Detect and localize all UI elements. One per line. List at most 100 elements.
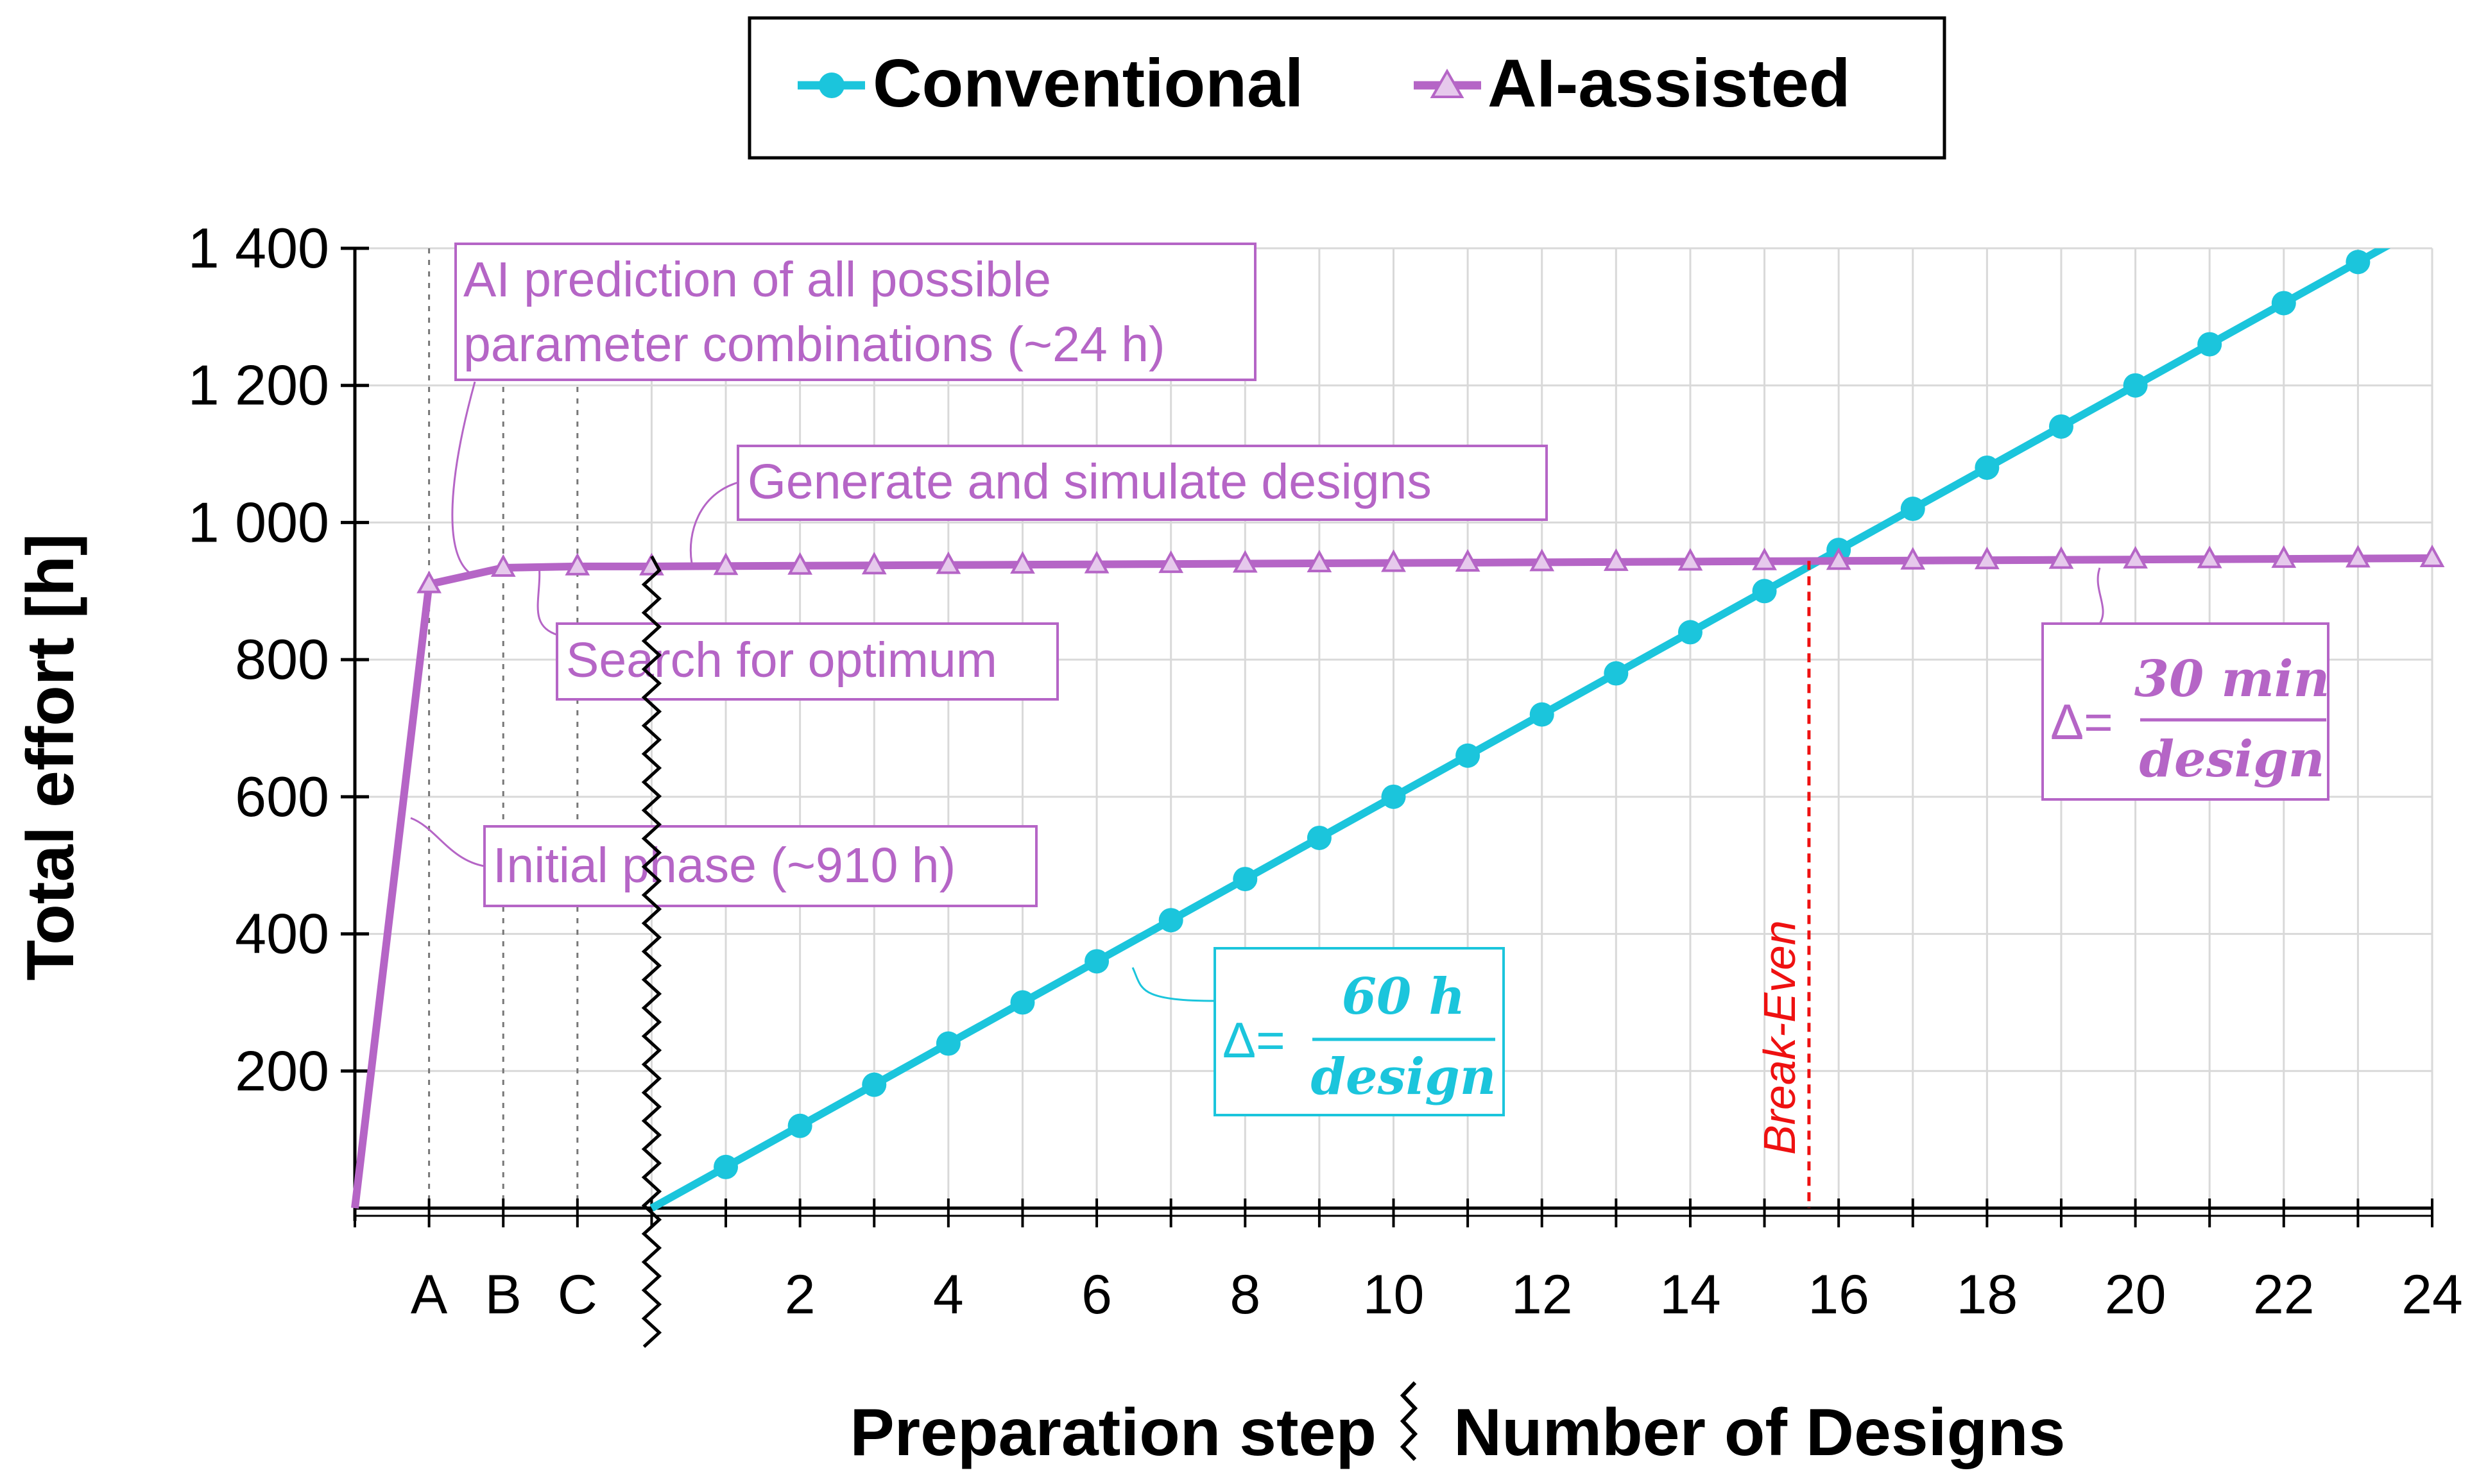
conventional-point <box>2197 332 2222 357</box>
annotation-search: Search for optimum <box>536 564 1059 701</box>
ai-assisted-point <box>1010 551 1035 574</box>
conventional-point <box>2123 373 2148 398</box>
x-tick-label-design: 14 <box>1660 1264 1721 1326</box>
annotation-search-text: Search for optimum <box>566 633 997 688</box>
ai-assisted-point <box>490 554 516 577</box>
conventional-point <box>1529 702 1554 727</box>
ai-assisted-point <box>787 552 813 575</box>
annotation-generate-text: Generate and simulate designs <box>748 454 1432 509</box>
conventional-point <box>1307 825 1332 850</box>
ai-assisted-point <box>1752 547 1777 570</box>
x-tick-label-design: 4 <box>933 1264 964 1326</box>
legend-ai-marker <box>1430 68 1464 98</box>
conventional-point <box>1158 908 1183 933</box>
conventional-point <box>936 1031 961 1056</box>
ai-assisted-point <box>1677 548 1703 571</box>
grid <box>355 247 2433 1208</box>
y-tick-label: 600 <box>235 765 329 828</box>
delta-ai-prefix: Δ= <box>2050 694 2113 750</box>
ai-assisted-point <box>416 570 442 593</box>
x-tick-label-design: 16 <box>1808 1264 1869 1326</box>
x-tick-label-design: 6 <box>1081 1264 1112 1326</box>
phase-separator-zigzag <box>641 555 662 1348</box>
conventional-point <box>1455 743 1480 768</box>
series-group <box>351 248 2445 1212</box>
conventional-point <box>1900 497 1925 522</box>
conventional-point <box>862 1072 887 1097</box>
ai-assisted-point <box>1900 547 1926 570</box>
annotation-ai-prediction: AI prediction of all possible parameter … <box>451 243 1257 574</box>
delta-conventional-numerator: 60 h <box>1342 968 1465 1026</box>
delta-ai-denominator: design <box>2140 730 2325 789</box>
annotation-generate: Generate and simulate designs <box>689 445 1548 564</box>
annotation-ai-prediction-line1: AI prediction of all possible <box>463 252 1051 307</box>
x-tick-label-prep: B <box>485 1264 522 1326</box>
conventional-point <box>1975 455 2000 480</box>
ai-assisted-point <box>2419 544 2445 567</box>
ai-assisted-point <box>1529 549 1555 572</box>
x-tick-label-prep: A <box>411 1264 448 1326</box>
conventional-point <box>1677 620 1703 645</box>
axes <box>341 246 2433 1227</box>
delta-conventional-prefix: Δ= <box>1222 1012 1285 1068</box>
y-tick-label: 1 000 <box>188 490 329 554</box>
y-tick-label: 400 <box>235 902 329 966</box>
ai-assisted-point <box>1455 549 1480 572</box>
ai-assisted-point <box>565 552 590 576</box>
y-axis-title: Total effort [h] <box>13 533 88 980</box>
y-tick-label: 200 <box>235 1039 329 1102</box>
x-axis-title-right: Number of Designs <box>1454 1395 2065 1470</box>
x-tick-label-design: 18 <box>1957 1264 2018 1326</box>
zigzag-break-icon <box>1400 1381 1418 1462</box>
annotation-initial: Initial phase (~910 h) <box>410 817 1038 907</box>
legend-ai-label: AI-assisted <box>1488 46 1851 121</box>
ai-assisted-point <box>2197 545 2222 568</box>
x-tick-label-design: 10 <box>1363 1264 1425 1326</box>
x-tick-label-design: 12 <box>1511 1264 1573 1326</box>
conventional-point <box>2346 250 2371 275</box>
ai-assisted-point <box>1232 550 1258 573</box>
x-tick-label-design: 24 <box>2401 1264 2463 1326</box>
conventional-point <box>1085 949 1110 974</box>
annotation-initial-text: Initial phase (~910 h) <box>493 838 956 893</box>
legend: Conventional AI-assisted <box>748 16 1946 160</box>
delta-conventional-denominator: design <box>1311 1048 1497 1106</box>
conventional-point <box>1381 784 1406 809</box>
x-tick-label-design: 2 <box>785 1264 816 1326</box>
annotation-ai-prediction-line2: parameter combinations (~24 h) <box>463 317 1165 372</box>
x-tick-label-design: 8 <box>1230 1264 1260 1326</box>
conventional-point <box>714 1154 739 1179</box>
legend-conventional-label: Conventional <box>873 46 1303 121</box>
ai-assisted-point <box>1974 547 2000 570</box>
ai-assisted-point <box>2346 545 2371 568</box>
y-tick-label: 1 400 <box>188 216 329 280</box>
x-tick-label-prep: C <box>558 1264 597 1326</box>
conventional-point <box>2048 414 2073 439</box>
ai-assisted-point <box>2048 546 2074 569</box>
break-even-label: Break-Even <box>1754 920 1805 1155</box>
conventional-point <box>1752 579 1777 604</box>
ai-assisted-point <box>1603 548 1629 571</box>
delta-ai-numerator: 30 min <box>2134 650 2330 708</box>
ai-assisted-point <box>2123 545 2148 569</box>
annotation-delta-ai: Δ= 30 min design <box>2041 567 2330 801</box>
legend-box <box>748 16 1946 160</box>
ai-assisted-point <box>936 551 961 574</box>
conventional-point <box>2271 291 2296 316</box>
ai-assisted-point <box>1158 550 1184 574</box>
x-axis-title-left: Preparation step <box>850 1395 1377 1470</box>
x-tick-label-design: 22 <box>2253 1264 2315 1326</box>
ai-assisted-point <box>713 552 739 576</box>
break-even-group: Break-Even <box>1754 561 1811 1208</box>
y-tick-label: 1 200 <box>188 354 329 417</box>
conventional-point <box>1010 990 1035 1015</box>
ai-assisted-point <box>2271 545 2297 568</box>
legend-conventional-marker <box>819 72 845 98</box>
ai-assisted-point <box>1826 547 1851 570</box>
ai-assisted-point <box>861 552 887 575</box>
conventional-point <box>787 1113 812 1138</box>
conventional-point <box>1233 867 1258 892</box>
ai-assisted-point <box>1307 549 1332 573</box>
